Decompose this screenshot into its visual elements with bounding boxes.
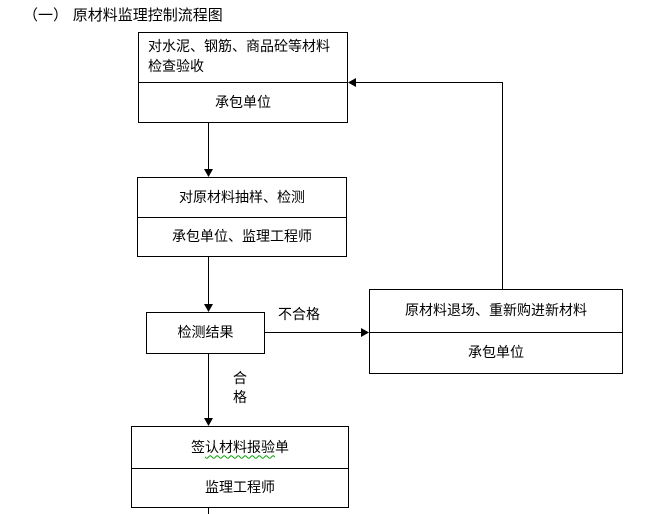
page-title: （一） 原材料监理控制流程图 [23,6,223,24]
node-test-result: 检测结果 [146,312,265,354]
node-action-label: 签认材料报验单 [132,427,348,469]
sign-action-spellcheck-underlined: 认材料报验 [205,439,275,456]
node-material-return: 原材料退场、重新购进新材料 承包单位 [369,289,623,374]
edge-label-pass: 合格 [232,370,248,408]
arrow-rework-to-inspection-line [355,82,503,289]
arrow-result-to-sign-head [204,418,213,426]
arrow-sampling-to-result-head [204,304,213,312]
node-actor-label: 承包单位 [468,345,524,361]
node-sign-inspection-form: 签认材料报验单 监理工程师 [131,426,349,508]
node-actor-label: 承包单位、监理工程师 [172,229,312,245]
sign-action-suffix: 单 [275,439,289,456]
arrow-result-to-rework-head [361,328,369,337]
node-sampling-test: 对原材料抽样、检测 承包单位、监理工程师 [137,177,347,257]
node-action-label: 原材料退场、重新购进新材料 [370,290,622,333]
edge-label-fail: 不合格 [278,307,320,323]
node-actor-label: 承包单位 [215,94,271,111]
arrow-inspection-to-sampling-head [204,169,213,177]
node-label: 检测结果 [177,325,234,341]
node-actor-label: 监理工程师 [205,480,275,496]
arrow-rework-to-inspection-head [348,78,356,87]
node-material-inspection: 对水泥、钢筋、商品砼等材料检查验收 承包单位 [138,32,348,123]
sign-action-prefix: 签 [191,439,205,456]
node-action-label: 对原材料抽样、检测 [138,178,346,218]
node-action-label: 对水泥、钢筋、商品砼等材料检查验收 [139,33,347,83]
